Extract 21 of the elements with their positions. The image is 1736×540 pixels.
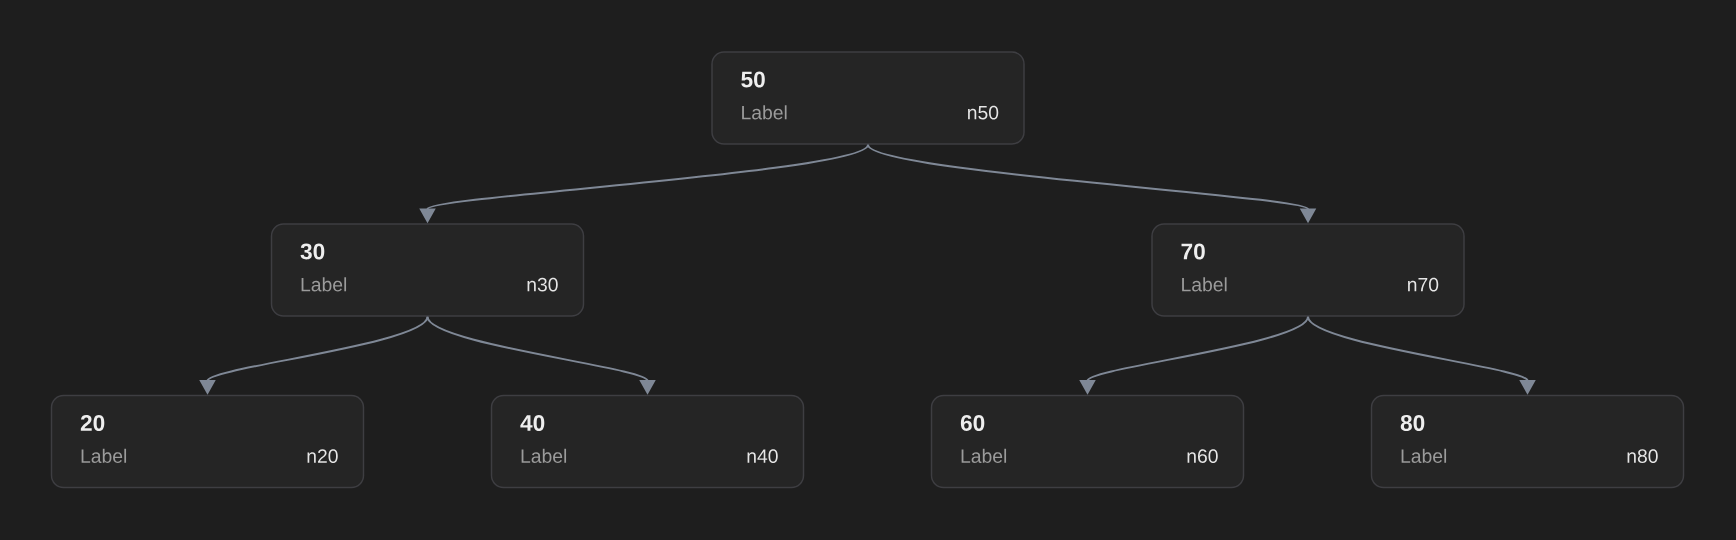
node-id: n30: [527, 277, 558, 292]
node-id: n40: [747, 449, 778, 463]
node-value: 80: [1400, 414, 1425, 431]
node-label: Label: [742, 105, 787, 120]
node-label: Label: [1401, 448, 1447, 463]
node-value: 20: [80, 414, 105, 431]
node-value: 60: [960, 414, 985, 431]
node-value: 40: [520, 414, 545, 431]
node-label: Label: [301, 277, 347, 292]
node-label: Label: [961, 448, 1007, 463]
node-value: 30: [300, 243, 325, 260]
node-id: n70: [1408, 277, 1439, 292]
node-value: 50: [741, 71, 765, 88]
node-label: Label: [1182, 277, 1227, 292]
node-id: n50: [968, 105, 999, 120]
node-label: Label: [521, 448, 567, 463]
node-label: Label: [81, 448, 127, 463]
node-value: 70: [1181, 243, 1205, 260]
node-id: n60: [1187, 449, 1218, 463]
node-id: n80: [1627, 449, 1658, 463]
node-id: n20: [307, 449, 338, 463]
